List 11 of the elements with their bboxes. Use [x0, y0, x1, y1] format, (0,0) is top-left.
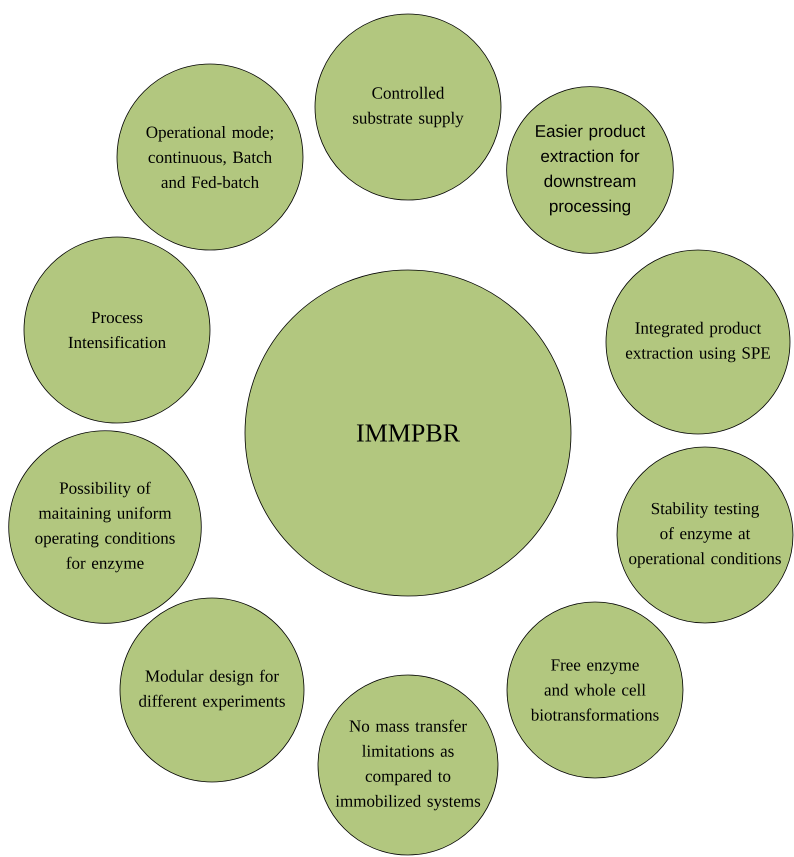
circle-node: Possibility of maitaining uniform operating conditions for enzyme [8, 430, 202, 624]
circle-node: Integrated product extraction using SPE [606, 250, 790, 434]
circle-node: Controlled substrate supply [314, 14, 502, 200]
circle-node: Easier product extraction for downstream processing [506, 86, 674, 254]
circle-node: No mass transfer limitations as compared to immobilized systems [318, 674, 498, 856]
circle-node: IMMPBR [244, 270, 572, 596]
circle-node: Modular design for different experiments [120, 598, 304, 782]
circle-node: Free enzyme and whole cell biotransformations [506, 602, 684, 778]
circle-node: Operational mode; continuous, Batch and Fed-batch [116, 64, 304, 250]
circle-node: Stability testing of enzyme at operational conditions [616, 446, 794, 624]
circle-node: Process Intensification [24, 236, 210, 424]
